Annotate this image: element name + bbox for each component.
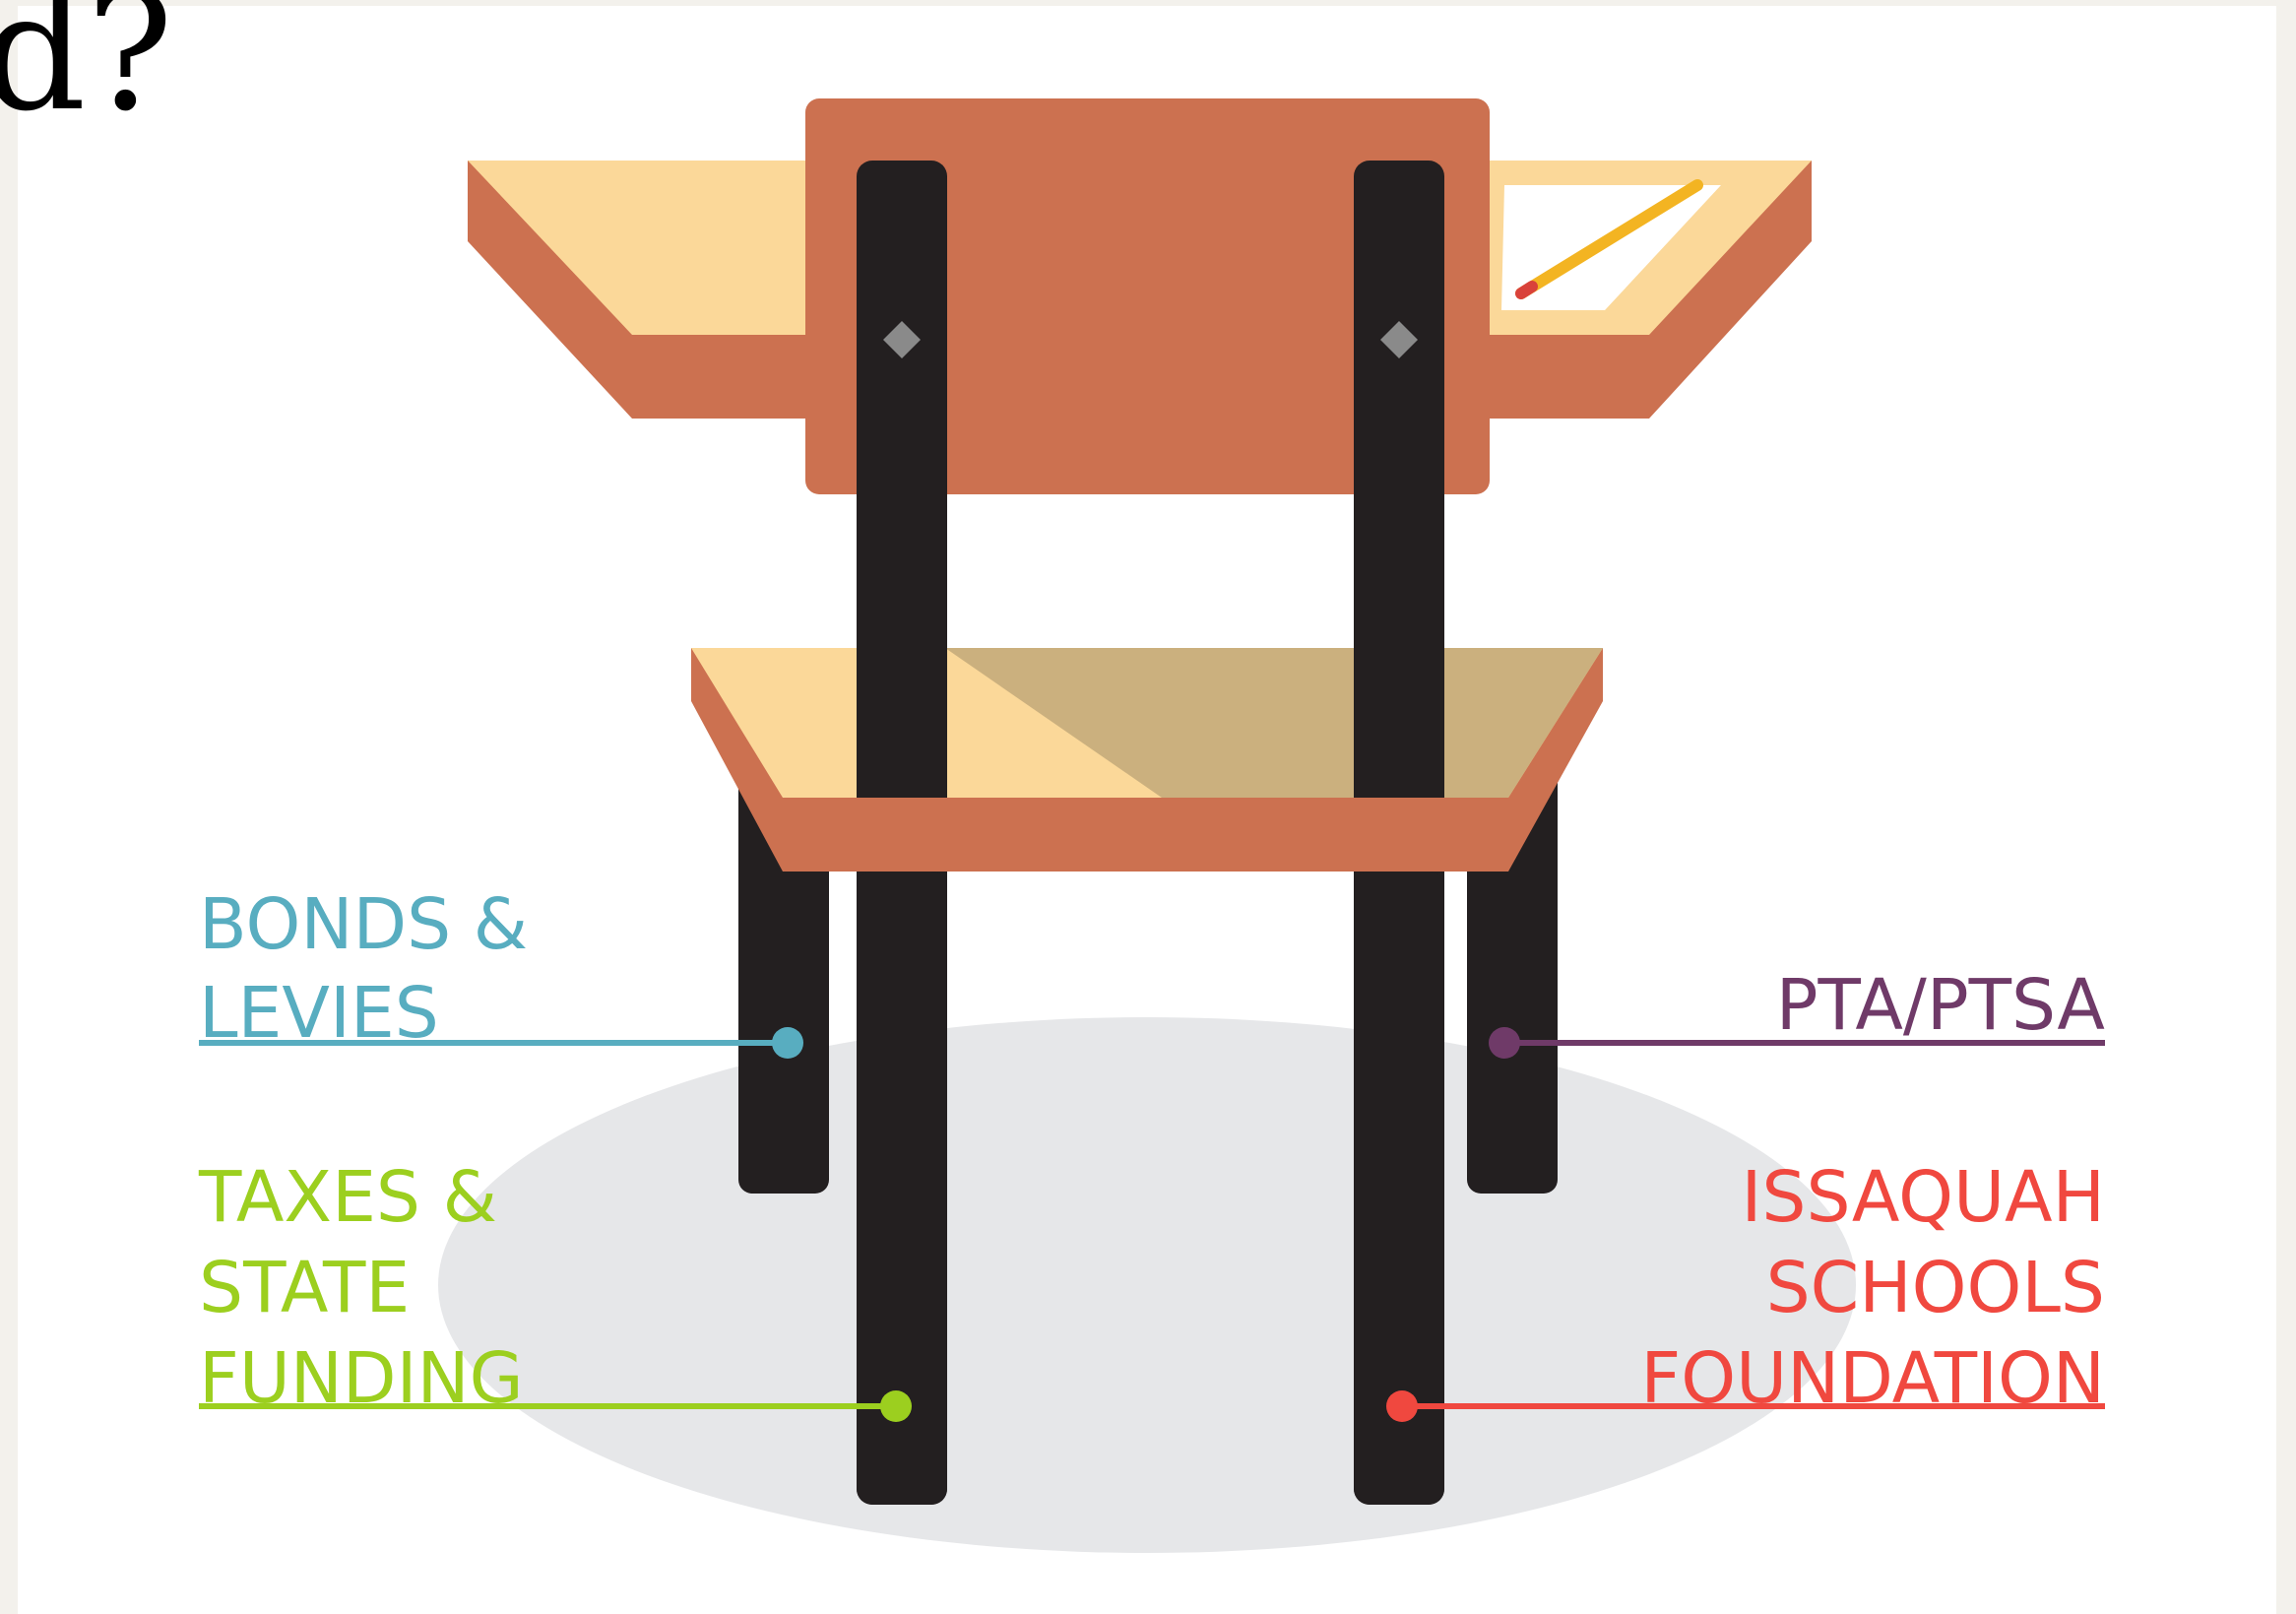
front-leg-left-lower [857, 872, 947, 1505]
taxes-label-line-1: TAXES & [198, 1156, 497, 1238]
front-leg-right-lower [1354, 872, 1444, 1505]
foundation-label-line-2: SCHOOLS [1766, 1247, 2105, 1328]
floor-shadow [438, 1017, 1856, 1553]
label-bonds-levies: BONDS & LEVIES [199, 883, 803, 1059]
bonds-leader-dot [772, 1027, 803, 1059]
foundation-label-line-1: ISSAQUAH [1741, 1156, 2105, 1238]
taxes-label-line-2: STATE [199, 1247, 410, 1328]
taxes-leader-dot [880, 1390, 912, 1422]
paper-icon [1501, 185, 1721, 310]
bolt-right [1380, 321, 1418, 358]
pencil-icon [1515, 179, 1703, 299]
label-taxes-state-funding: TAXES & STATE FUNDING [198, 1156, 912, 1422]
foundation-leader-dot [1386, 1390, 1418, 1422]
chair-backrest [805, 98, 1490, 494]
pta-label-line-1: PTA/PTSA [1776, 964, 2105, 1046]
heading-fragment: d? [0, 0, 173, 147]
bonds-label-line-1: BONDS & [199, 883, 528, 965]
label-issaquah-schools-foundation: ISSAQUAH SCHOOLS FOUNDATION [1386, 1156, 2105, 1422]
seat-crossbar [817, 798, 1479, 872]
label-pta-ptsa: PTA/PTSA [1489, 964, 2105, 1059]
bolt-left [883, 321, 921, 358]
pta-leader-dot [1489, 1027, 1520, 1059]
